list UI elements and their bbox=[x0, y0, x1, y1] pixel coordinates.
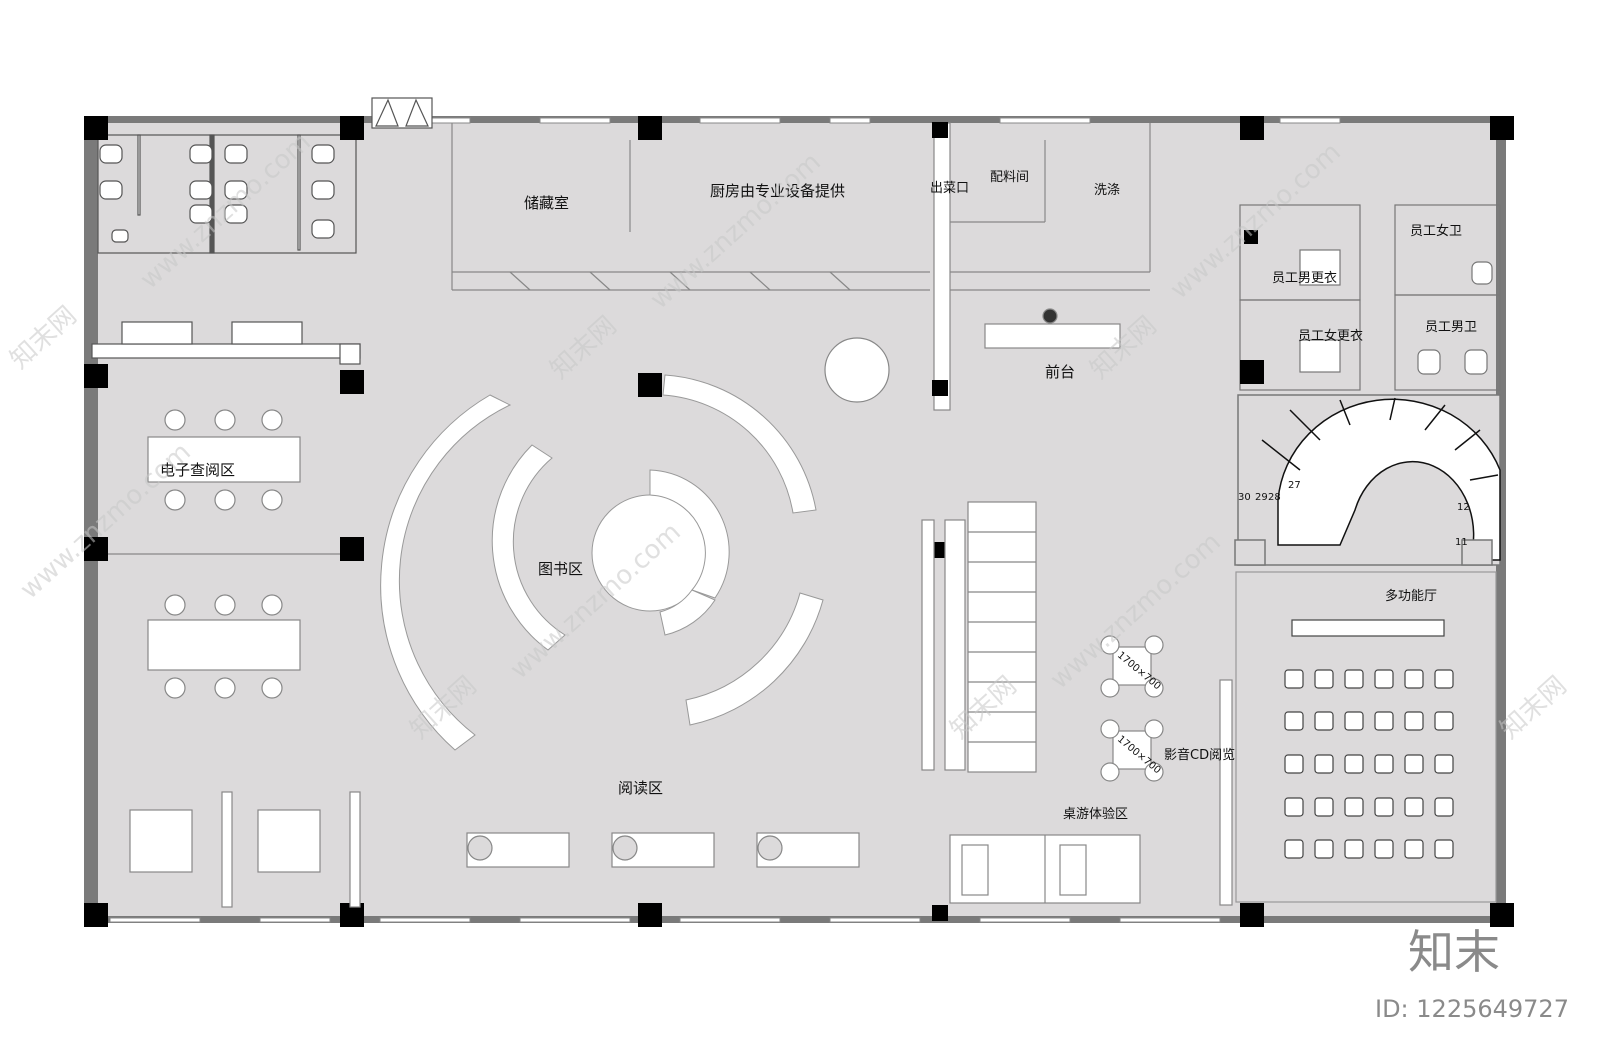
label-reception: 前台 bbox=[1045, 363, 1075, 381]
sink-counters bbox=[91, 321, 361, 365]
brand-logo-text: 知末 bbox=[1408, 925, 1500, 979]
watermark-cn: 知末网 bbox=[5, 301, 83, 375]
reception-desk bbox=[824, 308, 1121, 403]
e-reading-desks bbox=[108, 409, 340, 699]
stair-numbers: 30 29 28 27 12 11 bbox=[1238, 480, 1470, 548]
kitchen-block bbox=[451, 122, 1151, 411]
watermark-cn: 知末网 bbox=[1495, 671, 1573, 745]
label-staff-male-wc: 员工男卫 bbox=[1425, 320, 1477, 335]
sofa-seating bbox=[921, 501, 1037, 773]
stair-number: 28 bbox=[1268, 492, 1281, 503]
label-reading-area: 阅读区 bbox=[618, 779, 663, 797]
room-labels: 储藏室 厨房由专业设备提供 出菜口 配料间 洗涤 员工女卫 员工男更衣 员工女更… bbox=[160, 170, 1477, 822]
toilet-icons bbox=[99, 144, 335, 243]
label-multi-hall: 多功能厅 bbox=[1385, 588, 1437, 604]
label-wash: 洗涤 bbox=[1094, 183, 1120, 198]
cafe-tables bbox=[1100, 635, 1164, 782]
image-id: ID: 1225649727 bbox=[1375, 995, 1569, 1023]
stair-number: 30 bbox=[1238, 492, 1251, 503]
stair-number: 11 bbox=[1455, 537, 1468, 548]
spiral-staircase bbox=[1234, 394, 1501, 566]
staff-rooms bbox=[1239, 204, 1501, 391]
stair-number: 27 bbox=[1288, 480, 1301, 491]
label-prep: 配料间 bbox=[990, 170, 1029, 185]
label-staff-male-changing: 员工男更衣 bbox=[1272, 270, 1337, 286]
label-staff-female-changing: 员工女更衣 bbox=[1298, 328, 1363, 344]
label-board-game: 桌游体验区 bbox=[1063, 806, 1128, 822]
label-e-reading: 电子查阅区 bbox=[160, 461, 235, 479]
label-staff-female-wc: 员工女卫 bbox=[1410, 223, 1462, 239]
bookshelves-curved bbox=[380, 374, 824, 751]
stair-number: 12 bbox=[1457, 502, 1470, 513]
entrance-door bbox=[371, 97, 433, 129]
label-serving: 出菜口 bbox=[930, 181, 969, 196]
label-kitchen: 厨房由专业设备提供 bbox=[710, 182, 845, 200]
board-game-tables bbox=[949, 679, 1233, 906]
restroom-block bbox=[91, 134, 361, 365]
windows bbox=[109, 117, 1341, 923]
label-av-cd: 影音CD阅览 bbox=[1164, 747, 1235, 763]
stair-number: 29 bbox=[1255, 492, 1268, 503]
label-book-area: 图书区 bbox=[538, 560, 583, 578]
hall-seating bbox=[1235, 571, 1497, 903]
label-storage: 储藏室 bbox=[524, 194, 569, 212]
outer-walls bbox=[84, 116, 1506, 923]
reading-tables bbox=[129, 791, 860, 908]
